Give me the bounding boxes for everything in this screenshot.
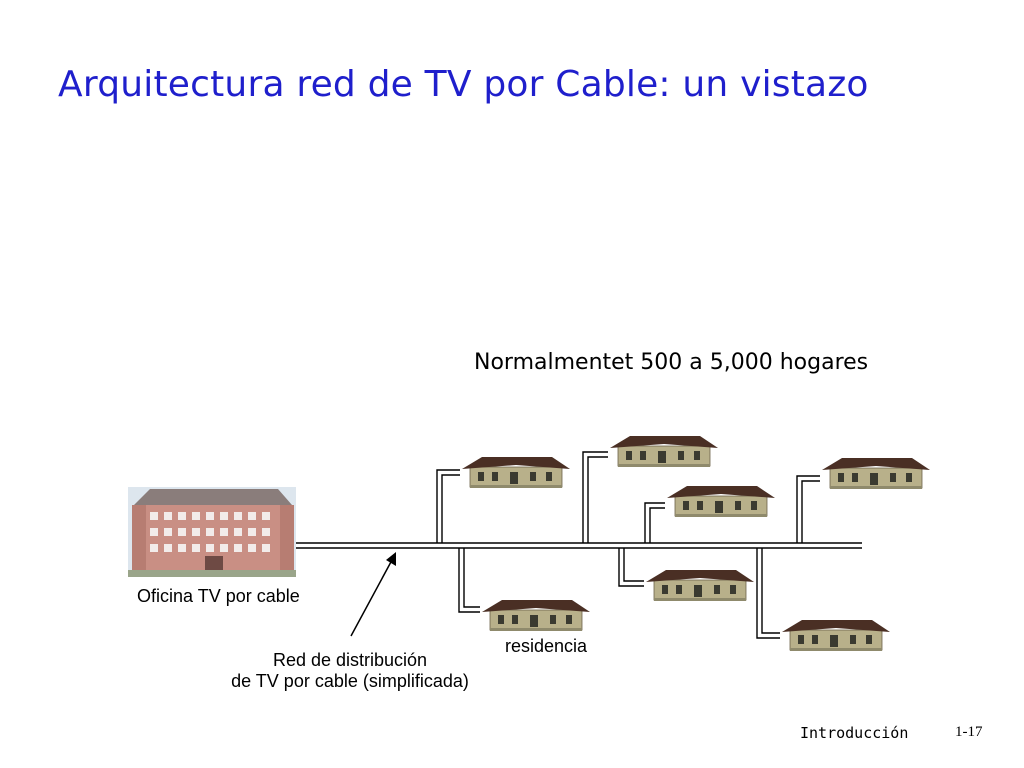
footer-section: Introducción bbox=[800, 724, 909, 742]
homes-count-note: Normalmentet 500 a 5,000 hogares bbox=[474, 350, 869, 375]
network-label: Red de distribución de TV por cable (sim… bbox=[190, 650, 510, 692]
house-icon bbox=[607, 433, 721, 469]
cable-headend-building-icon bbox=[128, 487, 296, 577]
house-icon bbox=[479, 597, 593, 633]
headend-label: Oficina TV por cable bbox=[137, 586, 300, 606]
network-pointer-arrow bbox=[350, 552, 396, 637]
house-icon bbox=[779, 617, 893, 653]
house-icon bbox=[459, 454, 573, 490]
network-label-line1: Red de distribución bbox=[272, 650, 428, 670]
branch-cables bbox=[436, 451, 820, 639]
residence-label: residencia bbox=[505, 636, 588, 656]
house-icon bbox=[643, 567, 757, 603]
network-label-line2: de TV por cable (simplificada) bbox=[231, 671, 469, 691]
footer-page-number: 1-17 bbox=[955, 724, 983, 740]
main-trunk-cable bbox=[296, 542, 862, 549]
slide-title: Arquitectura red de TV por Cable: un vis… bbox=[58, 64, 869, 105]
house-icon bbox=[819, 455, 933, 491]
house-icon bbox=[664, 483, 778, 519]
